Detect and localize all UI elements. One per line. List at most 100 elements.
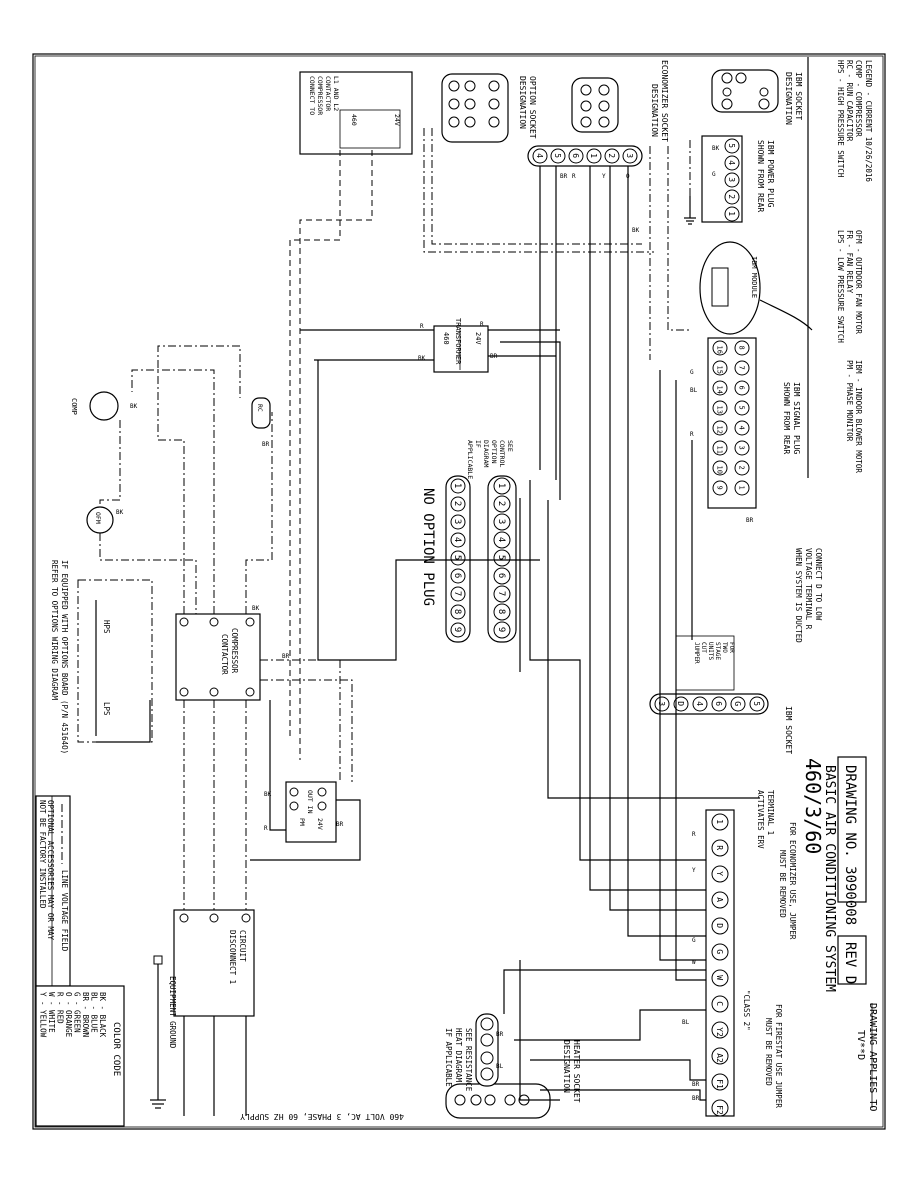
terminal-y: Y — [715, 871, 724, 876]
wire-tag-bk-3: BK — [130, 403, 138, 410]
see-resistance-1: SEE RESISTANCE — [464, 1028, 473, 1092]
signal-plug-pin-13-ring — [712, 400, 728, 416]
signal-plug-pin-7-ring — [734, 360, 750, 376]
color-code-entry: O - ORANGE — [64, 992, 73, 1038]
terminal-w-ring — [711, 969, 729, 987]
power-plug-pin-3-ring — [724, 172, 740, 188]
wire-tag-br: BR — [560, 173, 568, 180]
wire-tag-br-5: BR — [282, 653, 290, 660]
connect-d-note-3: WHEN SYSTEM IS DUCTED — [794, 548, 803, 643]
signal-plug-pin-3-ring — [734, 440, 750, 456]
economizer-socket-sub: DESIGNATION — [650, 84, 659, 137]
connect-l1l2-line2: COMPRESSOR — [316, 76, 324, 115]
signal-plug-pin-12: 12 — [716, 426, 724, 434]
equipment-ground: EQUIPMENT GROUND — [150, 955, 177, 1109]
option-plug-right-pin-7: 7 — [496, 591, 506, 596]
wire-tag-r: R — [572, 173, 576, 180]
wire-tag-bl-2: BL — [496, 1063, 504, 1070]
wire-tag-bl: BL — [690, 387, 698, 394]
ibm-socket-pin-G-ring — [730, 696, 746, 712]
drawing-number-box — [837, 756, 867, 903]
connect-l1l2-line3: CONTACTOR — [324, 76, 332, 111]
see-control-2: CONTROL — [498, 440, 506, 467]
signal-plug-pin-15: 15 — [716, 366, 724, 374]
signal-plug-pin-3: 3 — [738, 446, 746, 450]
wire-tag-br-9: BR — [692, 1095, 700, 1102]
signal-plug-pin-2: 2 — [738, 466, 746, 470]
signal-plug-pin-15-ring — [712, 360, 728, 376]
two-stage-4: UNITS — [707, 642, 714, 660]
terminal-d: D — [715, 923, 724, 928]
color-code-entry: Y - YELLOW — [39, 992, 48, 1038]
title-block: DRAWING NO. 3090008 REV D BASIC AIR COND… — [801, 756, 878, 1111]
ibm-socket-pin-5-ring — [749, 696, 765, 712]
pm-out-in: OUT IN — [306, 790, 314, 814]
ibm-socket-designation-label: IBM SOCKET — [794, 72, 803, 120]
wire-tag-g-2: G — [690, 369, 694, 376]
option-plug-left-pin-6: 6 — [452, 573, 462, 578]
signal-plug-pin-10-ring — [712, 460, 728, 476]
option-plug-right-pin-6-ring — [493, 567, 511, 585]
option-plug-left-pin-3-ring — [450, 514, 466, 530]
signal-plug-pin-14-ring — [712, 380, 728, 396]
ibm-socket-pin-3-ring — [654, 696, 670, 712]
wire-tag-w: W — [692, 959, 696, 966]
legend-fr: FR - FAN RELAY — [845, 230, 854, 294]
economizer-pin-6: 6 — [571, 153, 580, 158]
option-plug-left-pin-4: 4 — [452, 537, 462, 542]
ofm-label: OFM — [94, 512, 102, 524]
option-plug-right-pin-2-ring — [493, 495, 511, 513]
circuit-disconnect: CIRCUIT DISCONNECT 1 460 VOLT AC, 3 PHAS… — [173, 909, 404, 1121]
outdoor-fan-motor: OFM — [86, 506, 114, 534]
connect-d-note-1: CONNECT D TO LOW — [814, 548, 823, 621]
terminal-a2-ring — [711, 1047, 729, 1065]
heater-plug: SEE RESISTANCE HEAT DIAGRAM IF APPLICABL… — [444, 1013, 499, 1092]
terminal-f2-ring — [711, 1099, 729, 1117]
signal-plug-pin-11-ring — [712, 440, 728, 456]
see-resistance-3: IF APPLICABLE — [444, 1028, 453, 1087]
ibm-power-plug-sub: SHOWN FROM REAR — [756, 140, 765, 212]
option-plug-right-pin-2: 2 — [496, 501, 506, 506]
power-plug-pin-1: 1 — [727, 211, 736, 216]
option-plug-left-pin-5: 5 — [452, 555, 462, 560]
signal-plug-pin-2-ring — [734, 460, 750, 476]
voltage-label: 460/3/60 — [801, 758, 825, 854]
drawing-inner-border — [34, 55, 884, 1128]
economizer-jumper-note: FOR ECONOMIZER USE, JUMPER — [788, 822, 797, 940]
power-plug-pin-1-ring — [724, 206, 740, 222]
terminal-1: 1 — [715, 819, 724, 824]
economizer-pin-4: 4 — [535, 153, 544, 158]
option-plug-right-pin-3: 3 — [496, 519, 506, 524]
terminal-y2: Y2 — [715, 1027, 724, 1037]
color-code-entry: W - WHITE — [47, 992, 56, 1033]
drawing-title: BASIC AIR CONDITIONING SYSTEM — [822, 765, 837, 992]
two-stage-1: FOR — [728, 642, 735, 653]
pm-24v: 24V — [316, 818, 324, 830]
color-code-entry: BK - BLACK — [98, 992, 107, 1038]
wire-label-g: G — [712, 171, 716, 178]
option-plug-left-pin-1-ring — [450, 478, 466, 494]
ibm-socket-pin-5: 5 — [752, 701, 761, 706]
ibm-power-plug-label: IBM POWER PLUG — [766, 140, 775, 208]
wire-tag-r-3: R — [420, 323, 424, 330]
power-plug-pin-4: 4 — [727, 160, 736, 165]
legend-ofm: OFM - OUTDOOR FAN MOTOR — [854, 230, 863, 334]
terminal-y2-ring — [711, 1021, 729, 1039]
color-code-entry: G - GREEN — [73, 992, 82, 1033]
ibm-socket-pin-4-ring — [692, 696, 708, 712]
rev-box — [837, 935, 867, 985]
see-control-4: DIAGRAM — [482, 440, 490, 467]
signal-plug-pin-5: 5 — [738, 406, 746, 410]
option-plug-left-pin-9: 9 — [452, 627, 462, 632]
wiring — [96, 128, 760, 1101]
option-plug-right-pin-5: 5 — [496, 555, 506, 560]
two-stage-6: JUMPER — [693, 642, 700, 664]
ibm-socket-pin-D-ring — [673, 696, 689, 712]
option-plug-right-pin-1-ring — [493, 477, 511, 495]
wire-tag-br-8: BR — [692, 1081, 700, 1088]
transformer-label: TRANSFORMER — [454, 318, 462, 365]
option-plug-left-pin-1: 1 — [452, 483, 462, 488]
terminal-a-ring — [711, 891, 729, 909]
